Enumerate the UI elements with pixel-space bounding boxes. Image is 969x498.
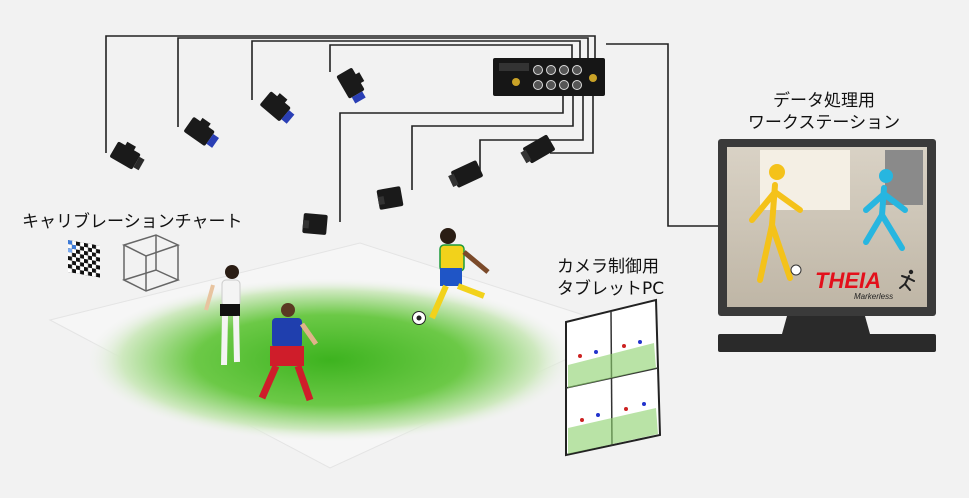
tablet-label-line2: タブレットPC	[557, 279, 665, 299]
soccer-field	[85, 278, 575, 442]
workstation-label-line1: データ処理用	[773, 91, 875, 111]
player-yellow	[429, 228, 490, 320]
tablet-label: カメラ制御用 タブレットPC	[557, 256, 664, 300]
camera-icon	[184, 117, 220, 148]
calibration-chart-label: キャリブレーションチャート	[22, 212, 243, 232]
camera-icon	[302, 213, 328, 235]
theia-logo: THEIA	[815, 268, 881, 293]
runner-icon	[899, 269, 915, 291]
calibration-cube-icon	[122, 234, 181, 292]
tablet-icon	[565, 298, 662, 457]
camera-icon	[336, 68, 366, 104]
tablet-label-line1: カメラ制御用	[557, 257, 659, 277]
player-white	[204, 265, 241, 366]
skeleton-yellow	[749, 164, 803, 283]
checkerboard-icon	[68, 240, 100, 278]
monitor-icon	[718, 139, 936, 352]
camera-icon	[260, 91, 295, 124]
camera-icon	[376, 186, 404, 210]
camera-icon	[448, 160, 483, 188]
skeleton-cyan	[863, 169, 908, 251]
sync-box-icon	[493, 58, 605, 96]
theia-tagline: Markerless	[854, 292, 894, 301]
workstation-label: データ処理用 ワークステーション	[735, 90, 913, 134]
workstation-label-line2: ワークステーション	[747, 113, 901, 133]
player-blue-red	[258, 303, 319, 402]
camera-icon	[520, 134, 555, 164]
camera-cables	[105, 35, 718, 227]
soccer-ball	[412, 311, 426, 325]
camera-icon	[110, 141, 145, 171]
screen-ball	[790, 264, 802, 276]
